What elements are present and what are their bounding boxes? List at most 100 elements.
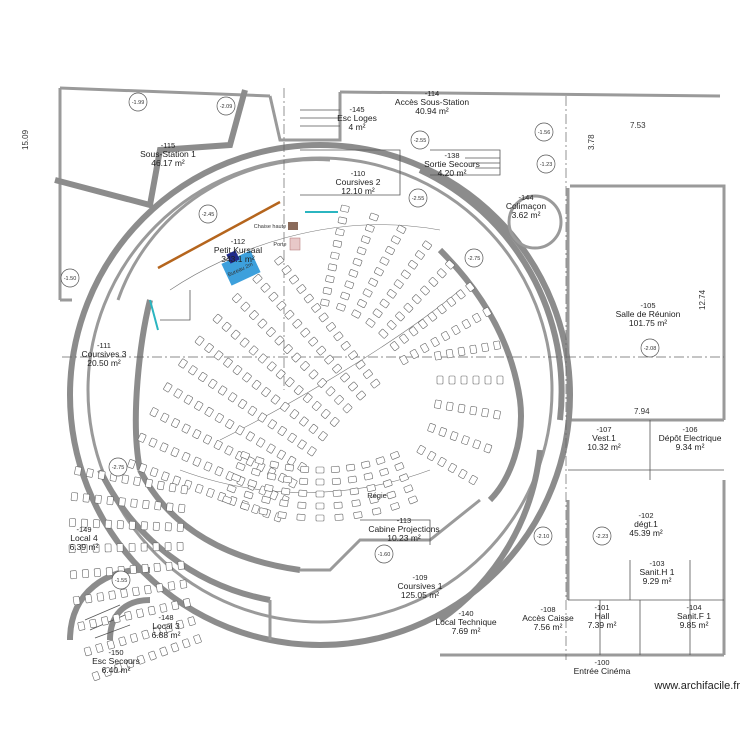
seat	[82, 493, 90, 503]
seat	[171, 600, 180, 611]
seat	[235, 462, 246, 471]
seat	[483, 443, 493, 454]
seat	[458, 469, 468, 479]
seat	[289, 274, 299, 285]
seat	[92, 543, 100, 553]
seat	[457, 403, 466, 414]
room-num: -149	[76, 525, 91, 534]
seat	[283, 475, 293, 484]
seat	[136, 654, 146, 665]
level-circle	[533, 526, 553, 546]
seat	[261, 495, 271, 504]
seat	[440, 331, 451, 341]
seat	[266, 443, 276, 454]
level-value: -2.45	[202, 212, 215, 218]
seat	[414, 250, 425, 260]
room-area: 6.40 m²	[102, 665, 131, 675]
door-icon	[289, 237, 301, 251]
seat	[149, 467, 159, 478]
seat	[445, 348, 454, 359]
seat	[181, 638, 191, 649]
seat	[106, 639, 115, 650]
room-area: 9.85 m²	[680, 620, 709, 630]
seat	[157, 480, 165, 491]
seat	[396, 224, 407, 234]
seat	[159, 646, 168, 657]
seat	[300, 327, 311, 338]
seat	[104, 519, 112, 529]
seat	[298, 489, 308, 497]
seat	[336, 302, 346, 312]
seat	[204, 406, 214, 417]
seat	[80, 544, 88, 553]
seat	[365, 318, 376, 328]
seat	[180, 484, 189, 495]
seat	[333, 501, 343, 509]
seat	[251, 504, 260, 515]
seat	[330, 465, 340, 473]
seat	[408, 495, 418, 505]
seat	[257, 318, 268, 329]
chair-icon	[288, 222, 298, 230]
seat	[407, 260, 418, 270]
seat	[148, 650, 157, 661]
level-circle	[111, 570, 131, 590]
room-name: Sanit.H 1	[640, 567, 675, 577]
seat	[277, 426, 287, 436]
seat	[332, 489, 342, 497]
seat	[437, 304, 447, 315]
seat	[472, 375, 480, 385]
room-num: -100	[594, 658, 609, 667]
seat	[420, 285, 430, 296]
seat	[371, 507, 382, 516]
seat	[168, 482, 177, 493]
room-num: -115	[161, 141, 175, 150]
room-name: Hall	[595, 611, 610, 621]
seat	[256, 437, 266, 448]
seat	[198, 372, 208, 382]
seat	[132, 586, 140, 596]
seat	[369, 495, 379, 504]
seat	[315, 478, 325, 486]
seat	[114, 663, 123, 673]
seat	[108, 590, 116, 600]
seat	[363, 369, 373, 379]
seat	[379, 256, 390, 266]
room-name: Vest.1	[592, 433, 616, 443]
seat	[142, 500, 150, 509]
seat	[72, 595, 81, 606]
seat	[128, 520, 136, 530]
seat	[225, 419, 235, 430]
seat	[340, 341, 351, 351]
level-circle	[592, 526, 612, 546]
seat	[164, 623, 173, 633]
room-name: Coursives 1	[398, 581, 443, 591]
room-area: 125.05 m²	[401, 590, 439, 600]
seat	[181, 423, 191, 434]
room-num: -101	[594, 603, 609, 612]
room-area: 343.1 m²	[221, 254, 255, 264]
room-area: 10.32 m²	[587, 442, 621, 452]
room-num: -140	[458, 609, 473, 618]
blue-box	[221, 250, 261, 286]
seat	[334, 394, 344, 405]
seat	[193, 634, 202, 645]
seat	[379, 298, 390, 309]
seat	[166, 502, 174, 512]
seat	[237, 399, 248, 409]
seat	[192, 456, 202, 467]
seat	[187, 616, 196, 626]
room-area: 7.69 m²	[452, 626, 481, 636]
seat	[121, 474, 130, 484]
dim-bottom: 7.94	[634, 407, 650, 416]
seat	[257, 412, 267, 423]
seat	[116, 520, 124, 530]
seat	[144, 585, 152, 595]
seat	[167, 581, 176, 591]
